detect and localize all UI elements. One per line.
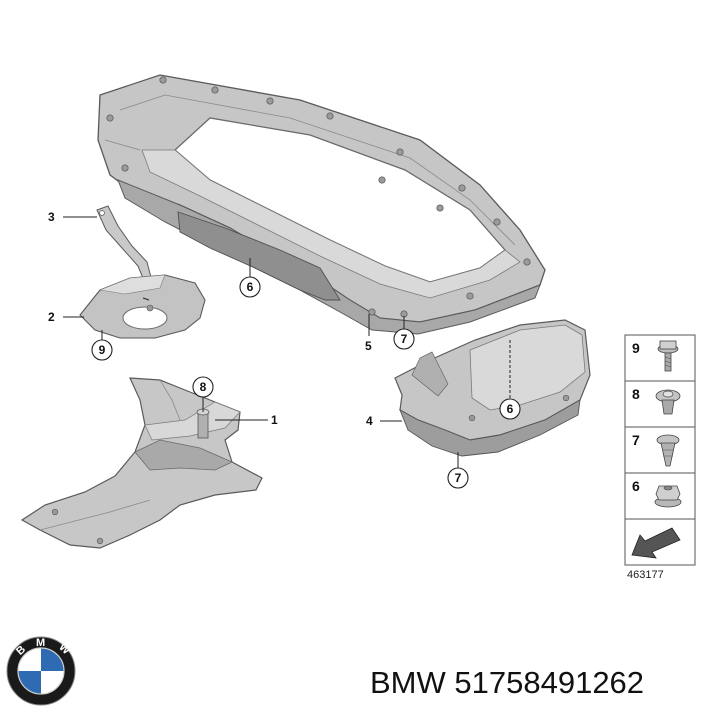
caption-part-number: 51758491262 — [454, 665, 645, 700]
svg-text:6: 6 — [507, 402, 514, 416]
bmw-logo: B M W — [6, 636, 76, 706]
circle-callout-7b: 7 — [447, 467, 469, 489]
callout-1: 1 — [271, 413, 278, 427]
diagram-number: 463177 — [627, 569, 664, 581]
fastener-legend: 9 8 7 6 — [624, 334, 696, 566]
callout-3: 3 — [48, 210, 55, 224]
round-cover-part-2 — [79, 274, 206, 339]
expanding-rivet-icon — [655, 389, 681, 415]
legend-number-7: 7 — [632, 432, 640, 448]
circle-callout-8a: 8 — [192, 376, 214, 398]
svg-text:7: 7 — [401, 332, 408, 346]
callout-4: 4 — [366, 414, 373, 428]
large-front-underbody-shield — [97, 74, 546, 335]
lower-engine-underride-part-1 — [20, 377, 263, 549]
plastic-clip-icon — [656, 434, 680, 467]
callout-5: 5 — [365, 339, 372, 353]
caption-brand: BMW — [370, 665, 446, 700]
leader-lines — [63, 216, 511, 468]
side-shield-part-4 — [394, 319, 591, 457]
svg-text:7: 7 — [455, 471, 462, 485]
callout-2: 2 — [48, 310, 55, 324]
svg-text:6: 6 — [247, 280, 254, 294]
bolt-washer-icon — [657, 340, 679, 372]
svg-text:8: 8 — [200, 380, 207, 394]
legend-number-8: 8 — [632, 386, 640, 402]
circle-callout-6b: 6 — [499, 398, 521, 420]
part-caption: BMW 51758491262 — [370, 663, 715, 703]
circle-callout-9a: 9 — [91, 339, 113, 361]
hex-nut-icon — [654, 485, 682, 508]
legend-number-6: 6 — [632, 478, 640, 494]
svg-text:9: 9 — [99, 343, 106, 357]
circle-callout-6a: 6 — [239, 276, 261, 298]
circle-callout-7a: 7 — [393, 328, 415, 350]
logo-letter-m: M — [36, 637, 45, 649]
legend-number-9: 9 — [632, 340, 640, 356]
arrow-direction-icon — [631, 527, 681, 559]
